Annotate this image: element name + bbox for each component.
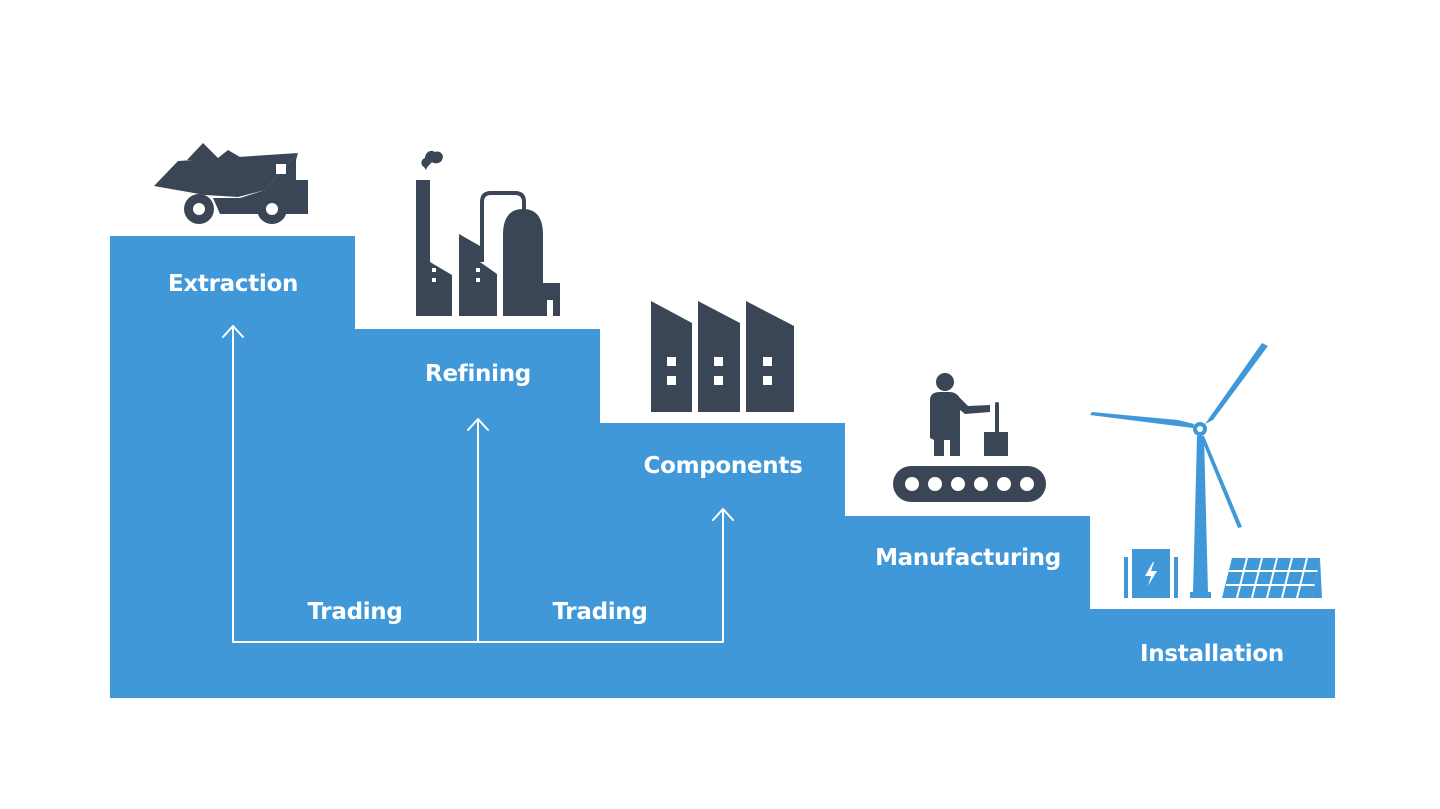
step-installation	[1090, 609, 1335, 698]
arrow-to-extraction	[222, 325, 244, 643]
battery-icon	[1124, 549, 1178, 598]
factory-buildings-icon	[651, 301, 794, 412]
mining-truck-icon	[154, 143, 308, 224]
label-refining: Refining	[425, 361, 531, 387]
wind-turbine-tower	[1193, 436, 1208, 592]
wind-turbine-solar-battery-icon	[1090, 343, 1322, 599]
arrow-to-components	[712, 508, 734, 643]
label-components: Components	[643, 453, 803, 479]
turbine-blade-left	[1090, 412, 1194, 428]
label-installation: Installation	[1140, 641, 1284, 667]
solar-panel-icon	[1222, 557, 1322, 599]
label-extraction: Extraction	[167, 271, 299, 297]
turbine-blade-down	[1202, 436, 1242, 528]
conveyor-worker-icon	[893, 373, 1046, 502]
refinery-icon	[416, 150, 560, 316]
label-trading-2: Trading	[552, 599, 648, 625]
label-manufacturing: Manufacturing	[875, 545, 1061, 571]
turbine-blade-up	[1205, 343, 1268, 424]
step-manufacturing	[845, 516, 1090, 698]
arrow-to-refining	[467, 418, 489, 643]
label-trading-1: Trading	[307, 599, 403, 625]
